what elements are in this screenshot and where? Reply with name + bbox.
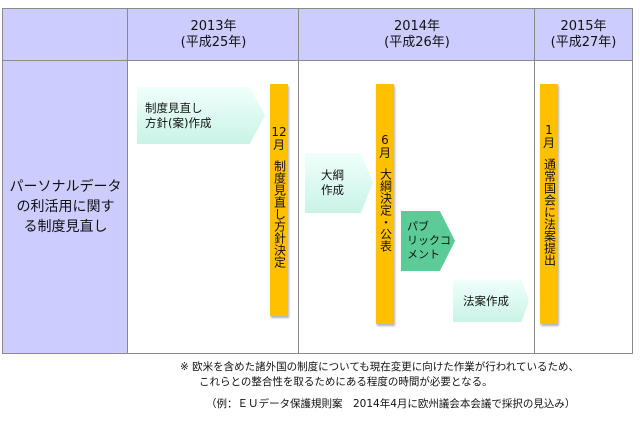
milestone-month: 6 [381,133,389,147]
milestone-text: 大綱決定・公表 [378,168,393,252]
milestone-dec-2013: 12 月 制度見直し方針決定 [270,84,288,316]
milestone-jun-2014: 6 月 大綱決定・公表 [376,84,394,324]
header-year: 2014年 [393,18,441,34]
note-line-1: ※ 欧米を含めた諸外国の制度についても現在変更に向けた作業が行われているため、 [180,361,579,373]
header-2015: 2015年 (平成27年) [535,9,632,61]
row-label-line: パーソナルデータ [9,179,122,195]
step-text: メント [407,248,440,261]
milestone-text: 通常国会に法案提出 [542,158,557,266]
column-divider [534,9,535,353]
step-outline-draft: 大綱 作成 [305,153,373,213]
note-example: （例：ＥＵデータ保護規則案 2014年4月に欧州議会本会議で採択の見込み） [206,398,576,410]
timeline-table: 2013年 (平成25年) 2014年 (平成26年) 2015年 (平成27年… [2,8,633,354]
milestone-month-unit: 月 [272,138,285,152]
milestone-month-unit: 月 [542,136,555,150]
milestone-month: 1 [545,123,553,137]
header-era: (平成27年) [550,34,617,50]
step-text: 方針(案)作成 [145,115,212,130]
header-year: 2015年 [560,18,607,34]
header-2013: 2013年 (平成25年) [128,9,299,61]
step-text: 大綱 [321,168,344,182]
note-line-2: これらとの整合性を取るためにある程度の時間が必要となる。 [199,376,493,388]
column-divider [298,9,299,353]
milestone-month: 12 [271,125,287,139]
header-era: (平成25年) [180,34,247,50]
step-bill-draft: 法案作成 [453,280,529,322]
step-policy-draft: 制度見直し 方針(案)作成 [137,87,265,144]
row-label-line: の利活用に関す [16,199,115,215]
step-text: 法案作成 [463,293,509,308]
column-divider [127,9,128,353]
milestone-month-unit: 月 [378,146,391,160]
header-2014: 2014年 (平成26年) [299,9,535,61]
header-era: (平成26年) [384,34,450,50]
row-label-line: る制度見直し [23,219,108,235]
milestone-jan-2015: 1 月 通常国会に法案提出 [540,84,558,324]
row-label: パーソナルデータ の利活用に関す る制度見直し [3,61,128,353]
header-corner-cell [3,9,128,61]
step-text: 制度見直し [145,100,203,115]
header-year: 2013年 [190,18,237,34]
milestone-text: 制度見直し方針決定 [272,160,287,268]
step-text: 作成 [321,183,344,197]
step-text: リックコ [407,234,451,247]
step-text: パブ [407,220,429,233]
